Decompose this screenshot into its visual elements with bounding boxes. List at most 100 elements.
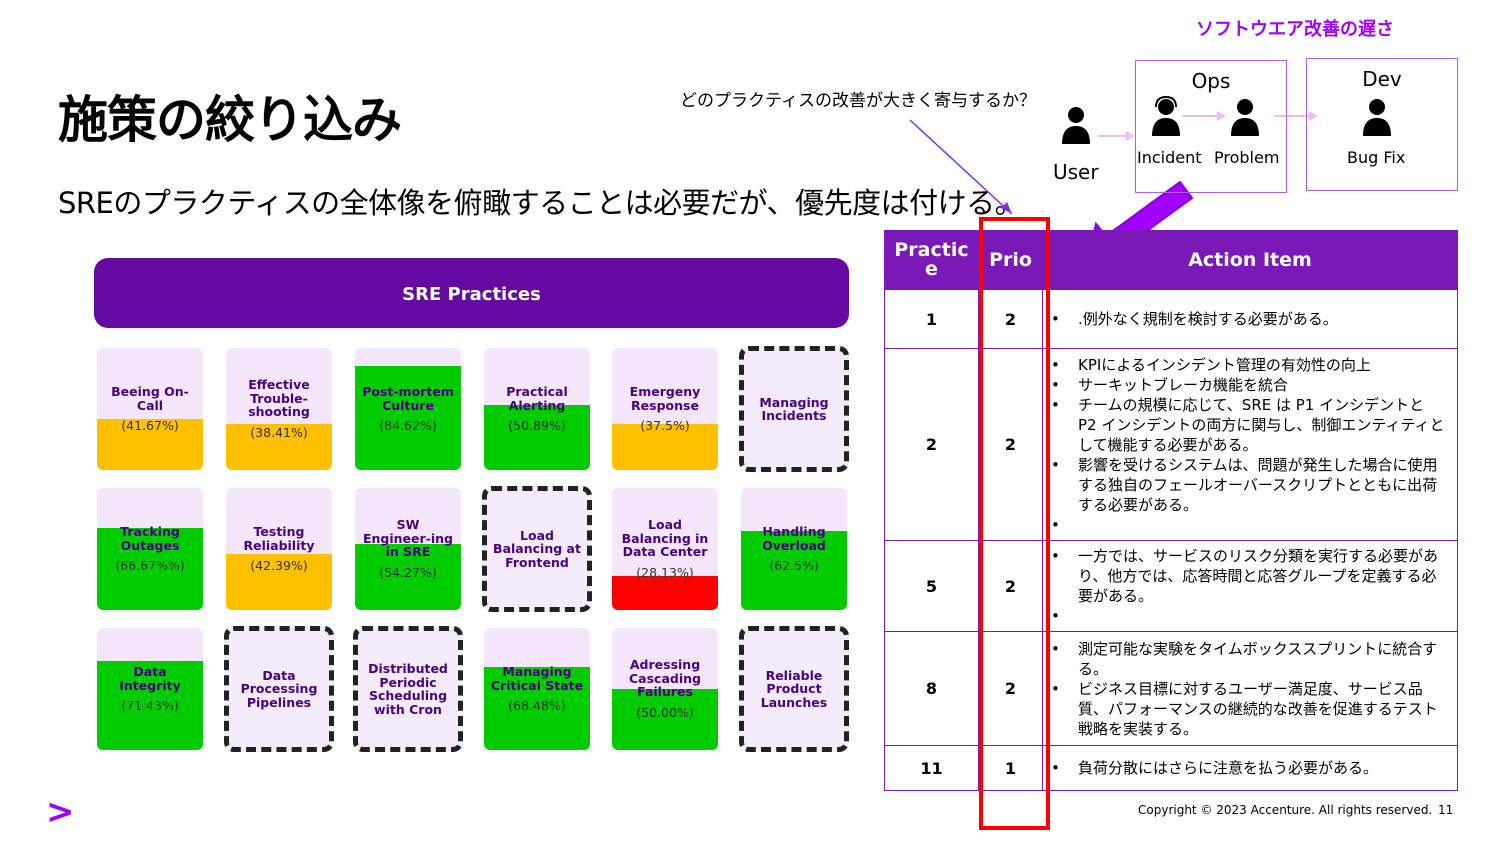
practice-tile: Reliable Product Launches xyxy=(739,626,849,752)
action-item: 影響を受けるシステムは、問題が発生した場合に使用する独自のフェールオーバースクリ… xyxy=(1051,455,1447,515)
practice-number: 1 xyxy=(884,289,979,349)
footer-copyright: Copyright © 2023 Accenture. All rights r… xyxy=(1138,803,1433,817)
bugfix-person-icon xyxy=(1363,99,1391,136)
incident-headset-person-icon xyxy=(1152,96,1180,136)
practice-percent: (54.27%) xyxy=(379,564,437,580)
practice-tile: Adressing Cascading Failures (50.00%) xyxy=(612,628,718,750)
action-item: 一方では、サービスのリスク分類を実行する必要があり、他方では、応答時間と応答グル… xyxy=(1051,546,1447,606)
problem-person-icon xyxy=(1231,99,1259,136)
action-items-cell: 測定可能な実験をタイムボックススプリントに統合する。ビジネス目標に対するユーザー… xyxy=(1042,631,1458,746)
practice-percent: (41.67%) xyxy=(121,418,179,433)
practice-name: Practical Alerting xyxy=(506,384,568,413)
problem-label-text: Problem xyxy=(1214,148,1280,167)
practice-level-fill xyxy=(226,424,332,470)
table-row: 52一方では、サービスのリスク分類を実行する必要があり、他方では、応答時間と応答… xyxy=(884,540,1458,632)
practice-name: Effective Trouble-shooting xyxy=(248,377,310,420)
table-row: 82測定可能な実験をタイムボックススプリントに統合する。ビジネス目標に対するユー… xyxy=(884,631,1458,746)
priority-value: 2 xyxy=(978,631,1043,746)
action-item-list: .例外なく規制を検討する必要がある。 xyxy=(1051,309,1447,329)
practice-level-fill xyxy=(741,531,847,610)
page-number: 11 xyxy=(1438,803,1454,817)
practice-level-fill xyxy=(97,419,203,470)
practice-name: Beeing On-Call xyxy=(111,384,189,413)
prio-column-highlight xyxy=(979,217,1050,830)
practice-number: 11 xyxy=(884,745,979,791)
practice-name: Managing Incidents xyxy=(759,394,829,423)
practice-level-fill xyxy=(612,424,718,470)
practice-percent: (28.13%) xyxy=(636,564,694,580)
ops-label: Ops xyxy=(1191,69,1231,93)
callout-question: どのプラクティスの改善が大きく寄与するか？ xyxy=(680,91,1036,111)
action-item-list: KPIによるインシデント管理の有効性の向上サーキットブレーカ機能を統合チームの規… xyxy=(1051,355,1447,535)
practice-name: Handling Overload xyxy=(762,524,826,553)
practice-name: Adressing Cascading Failures xyxy=(629,657,701,700)
action-item: KPIによるインシデント管理の有効性の向上 xyxy=(1051,355,1447,375)
practice-tile: Data Processing Pipelines xyxy=(224,626,334,752)
practice-percent: (84.62%) xyxy=(379,418,437,433)
practice-level-fill xyxy=(355,544,461,610)
practice-level-fill xyxy=(97,528,203,610)
action-items-cell: 負荷分散にはさらに注意を払う必要がある。 xyxy=(1042,745,1458,791)
action-items-cell: .例外なく規制を検討する必要がある。 xyxy=(1042,289,1458,349)
practice-level-fill xyxy=(484,667,590,750)
header-practice: Practic e xyxy=(884,230,979,290)
ops-box: Ops xyxy=(1135,60,1287,193)
practice-name: Load Balancing at Frontend xyxy=(493,527,581,570)
table-row: 111 負荷分散にはさらに注意を払う必要がある。 xyxy=(884,745,1458,791)
table-row: 12.例外なく規制を検討する必要がある。 xyxy=(884,289,1458,349)
practice-tile: Post-mortem Culture (84.62%) xyxy=(355,348,461,470)
header-prio: Prio xyxy=(978,230,1043,290)
problem-label: ソフトウエア改善の遅さ xyxy=(1196,19,1394,40)
bugfix-label: Bug Fix xyxy=(1347,148,1406,167)
practice-number: 5 xyxy=(884,540,979,632)
priority-value: 1 xyxy=(978,745,1043,791)
action-item: ビジネス目標に対するユーザー満足度、サービス品質、パフォーマンスの継続的な改善を… xyxy=(1051,679,1447,739)
user-person-icon xyxy=(1062,107,1090,144)
slide-subtitle: SREのプラクティスの全体像を俯瞰することは必要だが、優先度は付ける。 xyxy=(58,186,1024,220)
practice-level-fill xyxy=(355,366,461,470)
action-item-table: Practic e Prio Action Item 12.例外なく規制を検討す… xyxy=(884,230,1458,791)
practice-level-fill xyxy=(97,661,203,750)
practice-tile: SW Engineer-ing in SRE (54.27%) xyxy=(355,488,461,610)
practice-number: 8 xyxy=(884,631,979,746)
user-label: User xyxy=(1053,160,1099,184)
practice-tile: Effective Trouble-shooting (38.41%) xyxy=(226,348,332,470)
practice-number: 2 xyxy=(884,348,979,541)
action-items-cell: 一方では、サービスのリスク分類を実行する必要があり、他方では、応答時間と応答グル… xyxy=(1042,540,1458,632)
incident-label: Incident xyxy=(1137,148,1202,167)
practice-level-fill xyxy=(612,689,718,750)
practice-tile: Testing Reliability(42.39%) xyxy=(226,488,332,610)
action-item: 負荷分散にはさらに注意を払う必要がある。 xyxy=(1051,758,1447,778)
slide-title: 施策の絞り込み xyxy=(58,91,402,149)
practice-name: Testing Reliability xyxy=(243,524,315,553)
sre-practices-header: SRE Practices xyxy=(94,258,849,328)
practice-percent: (50.00%) xyxy=(636,704,694,720)
accenture-logo: > xyxy=(46,792,75,832)
practice-tile: Managing Critical State(68.48%) xyxy=(484,628,590,750)
practice-tile: Distributed Periodic Scheduling with Cro… xyxy=(353,626,463,752)
practice-tile: Load Balancing in Data Center(28.13%) xyxy=(612,488,718,610)
priority-value: 2 xyxy=(978,348,1043,541)
action-item xyxy=(1051,606,1447,626)
practice-tile: Load Balancing at Frontend xyxy=(482,486,592,612)
table-row: 22KPIによるインシデント管理の有効性の向上サーキットブレーカ機能を統合チーム… xyxy=(884,348,1458,541)
practice-tile: Managing Incidents xyxy=(739,346,849,472)
action-item: チームの規模に応じて、SRE は P1 インシデントと P2 インシデントの両方… xyxy=(1051,395,1447,455)
dev-box: Dev xyxy=(1306,58,1458,191)
practice-name: Managing Critical State xyxy=(490,664,584,693)
table-header-row: Practic e Prio Action Item xyxy=(884,230,1458,290)
practice-percent: (50.89%) xyxy=(508,418,566,433)
practice-name: Data Integrity xyxy=(119,664,181,693)
practice-percent: (38.41%) xyxy=(250,424,308,440)
practice-name: Post-mortem Culture xyxy=(362,384,454,413)
practice-name: SW Engineer-ing in SRE xyxy=(362,517,453,560)
practice-percent: (66.67%%) xyxy=(115,558,185,573)
action-item xyxy=(1051,515,1447,535)
practice-level-fill xyxy=(484,405,590,470)
action-item-list: 負荷分散にはさらに注意を払う必要がある。 xyxy=(1051,758,1447,778)
practice-level-fill xyxy=(612,576,718,610)
action-item-list: 一方では、サービスのリスク分類を実行する必要があり、他方では、応答時間と応答グル… xyxy=(1051,546,1447,626)
action-item-list: 測定可能な実験をタイムボックススプリントに統合する。ビジネス目標に対するユーザー… xyxy=(1051,639,1447,739)
practice-percent: (62.5%) xyxy=(769,558,819,573)
action-items-cell: KPIによるインシデント管理の有効性の向上サーキットブレーカ機能を統合チームの規… xyxy=(1042,348,1458,541)
